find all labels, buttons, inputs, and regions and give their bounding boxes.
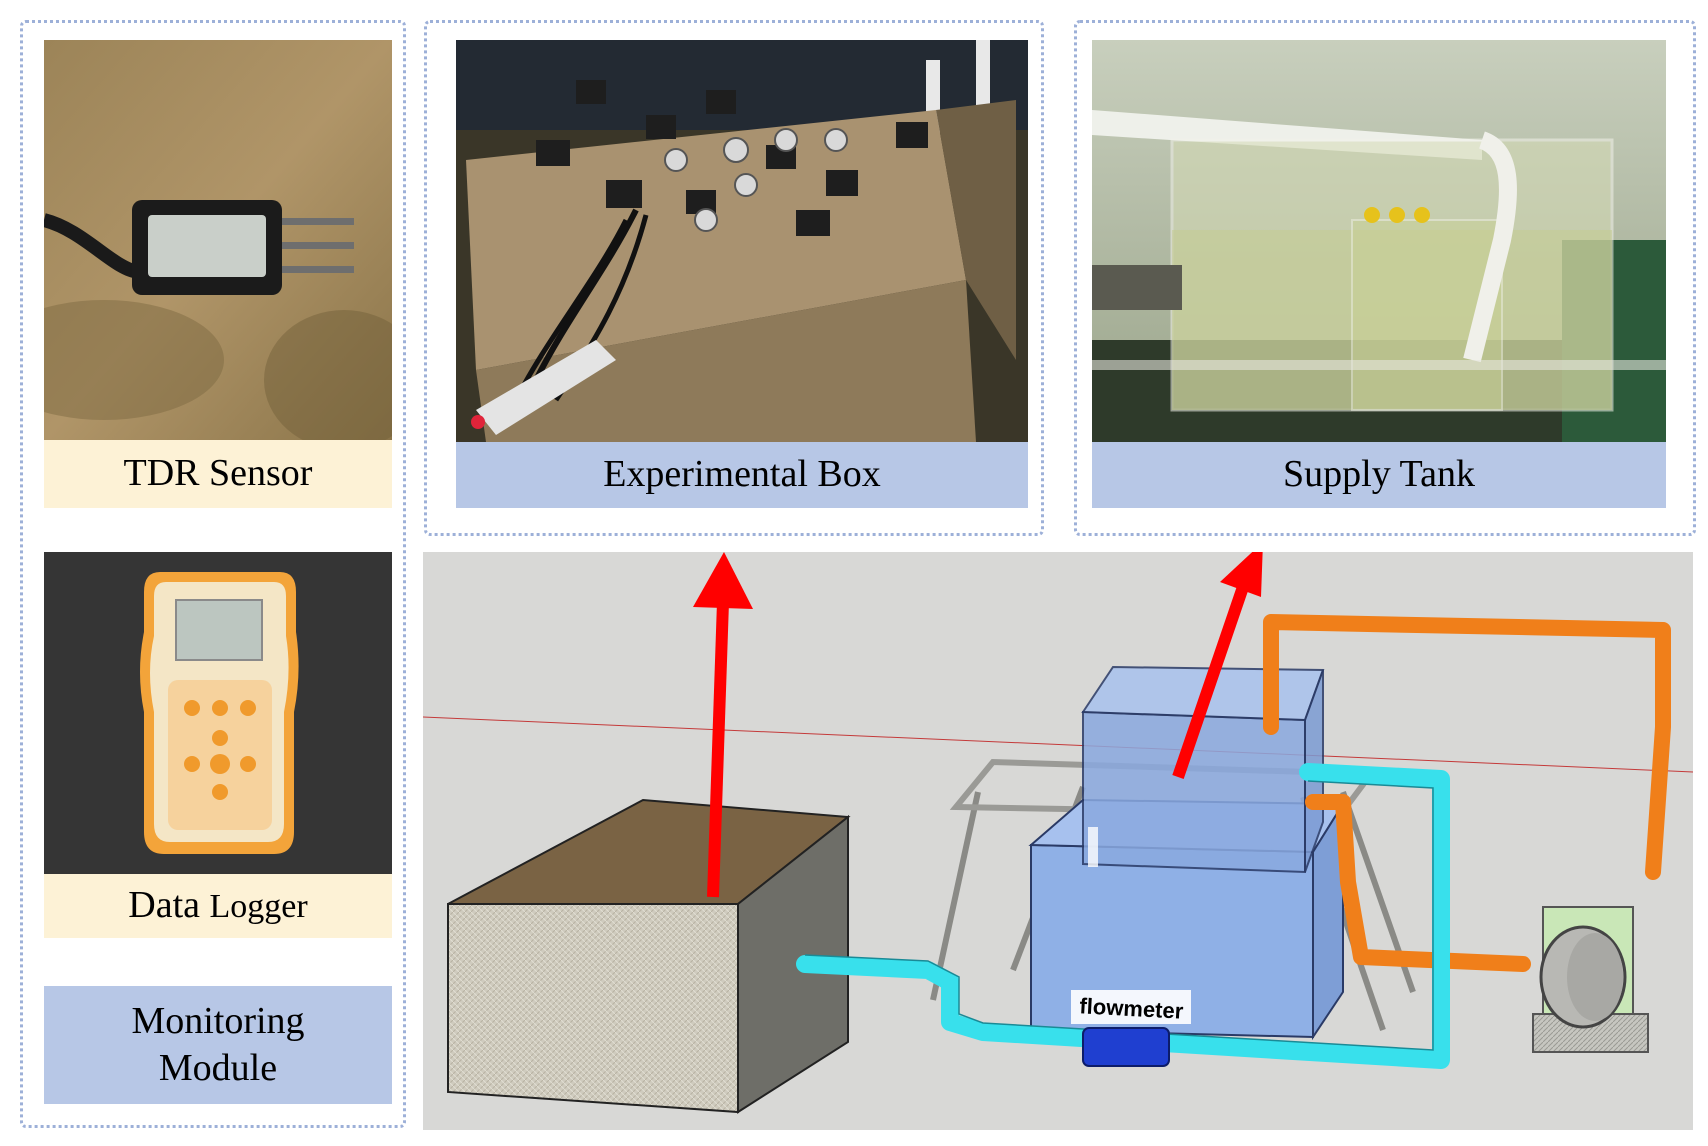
flowmeter: flowmeter: [1071, 990, 1191, 1067]
supply-tank-group: [1074, 20, 1696, 536]
arrow-to-supply-tank: [1172, 552, 1263, 779]
monitoring-module-line2: Module: [158, 1047, 278, 1089]
supply-tank-label: Supply Tank: [1092, 442, 1666, 508]
monitoring-module-label: Monitoring Module: [44, 986, 392, 1104]
supply-tank-photo: [1092, 40, 1666, 442]
data-logger-label: Data Logger: [44, 874, 392, 938]
experimental-box-group: [424, 20, 1044, 536]
monitoring-module-line1: Monitoring: [131, 999, 305, 1042]
pump: [1532, 906, 1649, 1053]
experimental-box-label: Experimental Box: [456, 442, 1028, 508]
data-logger-photo: [44, 552, 392, 874]
data-logger-label-word1: Data: [128, 884, 201, 927]
cyan-pipe: [796, 763, 1450, 1069]
orange-pipe: [1263, 614, 1671, 972]
experimental-box-photo: [456, 40, 1028, 442]
tdr-sensor-label: TDR Sensor: [44, 440, 392, 508]
horizon-line: [423, 716, 1693, 773]
tdr-sensor-photo: [44, 40, 392, 440]
experimental-box-3d: [447, 798, 851, 1114]
flowmeter-label: flowmeter: [1079, 993, 1185, 1023]
monitoring-module-group: [20, 20, 406, 1128]
schematic-3d-scene: flowmeter: [423, 552, 1693, 1130]
arrow-to-experimental-box: [693, 552, 753, 898]
data-logger-label-word2: Logger: [209, 888, 308, 926]
